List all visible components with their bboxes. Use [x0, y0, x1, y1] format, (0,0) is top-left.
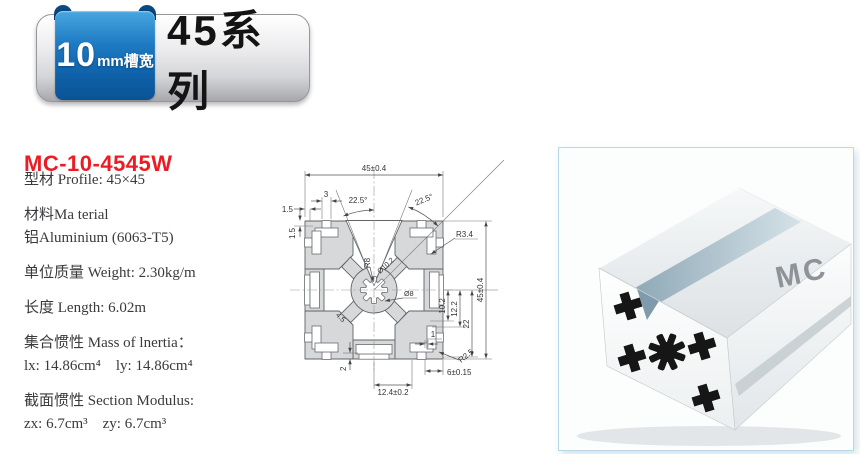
- bar-shadow: [577, 426, 841, 446]
- angle-right-label: 22.5°: [414, 192, 435, 208]
- spec-length: 长度 Length: 6.02m: [24, 300, 147, 316]
- dim-right-a-label: 10.2: [438, 298, 447, 314]
- spec-material-label: 材料Ma terial: [24, 207, 109, 223]
- centerlines: [290, 159, 505, 371]
- dim-bottom-edge-label: 6±0.15: [447, 368, 472, 377]
- center-dia-label: Ø8: [404, 289, 414, 298]
- radius-groove-label: R8: [363, 257, 372, 268]
- ribbon-body: 10 mm槽宽: [55, 11, 155, 100]
- angle-left-label: 22.5°: [349, 196, 368, 205]
- dim-bottom-slot-label: 12.4±0.2: [377, 388, 409, 397]
- spec-profile: 型材 Profile: 45×45: [24, 172, 145, 188]
- radius-slot-label: R2.5: [457, 347, 476, 365]
- aluminium-bar: MC: [598, 187, 852, 431]
- spec-inertia-label: 集合惯性 Mass of lnertia：: [24, 335, 193, 351]
- side-slot-shadow: [735, 296, 851, 396]
- slot-width-ribbon: 10 mm槽宽: [54, 5, 156, 106]
- series-title: 45系列: [167, 7, 265, 115]
- dim-right-c-label: 22: [462, 319, 471, 328]
- radius-corner-label: R3.4: [456, 230, 473, 239]
- groove-end-notch: [637, 289, 659, 320]
- dim-right-height-label: 45±0.4: [476, 277, 485, 302]
- top-groove-channel: [635, 208, 801, 302]
- cross-section-svg: 45±0.4 3 1.5 1.5 22.5° 22.5° R8 R3.4 Ø10…: [282, 159, 505, 397]
- dim-bottom-wall-label: 2: [339, 366, 348, 371]
- dimension-lines: [294, 171, 498, 389]
- spec-modulus-values: zx: 6.7cm³ zy: 6.7cm³: [24, 416, 167, 432]
- spec-list: 型材 Profile: 45×45 材料Ma terial 铝Aluminium…: [24, 169, 276, 444]
- dim-wall-v-label: 1.5: [288, 227, 297, 239]
- slot-width-unit: mm槽宽: [97, 53, 154, 70]
- spec-modulus-label: 截面惯性 Section Modulus:: [24, 393, 195, 409]
- spec-weight: 单位质量 Weight: 2.30kg/m: [24, 265, 196, 281]
- dim-wall-h-label: 1.5: [282, 205, 294, 214]
- dim-bottom-lip-label: 1: [431, 330, 436, 339]
- product-photo-svg: MC: [559, 148, 853, 450]
- model-number: MC-10-4545W: [24, 150, 173, 176]
- slot-width-number: 10: [56, 36, 97, 74]
- spec-material-value: 铝Aluminium (6063-T5): [24, 230, 174, 246]
- technical-drawing: 45±0.4 3 1.5 1.5 22.5° 22.5° R8 R3.4 Ø10…: [280, 157, 540, 415]
- dim-right-b-label: 12.2: [450, 301, 459, 317]
- dim-top-width-label: 45±0.4: [362, 164, 387, 173]
- dim-slot-notch-label: 3: [324, 190, 329, 199]
- product-photo: MC: [558, 147, 854, 451]
- spec-inertia-values: lx: 14.86cm⁴ ly: 14.86cm⁴: [24, 358, 193, 374]
- series-header-badge: 10 mm槽宽 45系列: [36, 5, 310, 115]
